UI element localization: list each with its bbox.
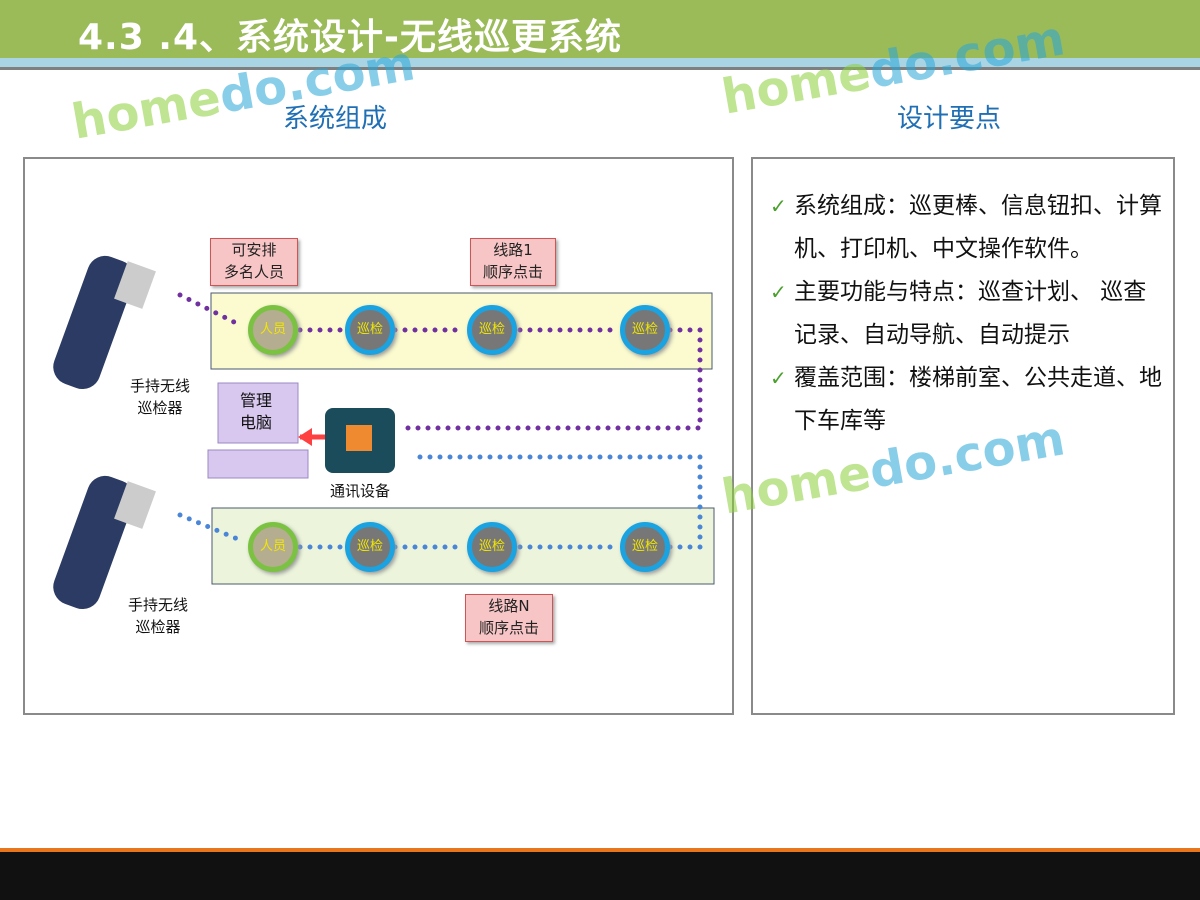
device2-label: 手持无线巡检器 xyxy=(127,596,188,636)
route1-person-node: 人员 xyxy=(248,305,298,355)
callout-staff: 可安排多名人员 xyxy=(210,238,298,286)
route1-check-node: 巡检 xyxy=(467,305,517,355)
design-points-panel xyxy=(751,157,1175,715)
footer-bar xyxy=(0,848,1200,900)
routeN-check-node: 巡检 xyxy=(620,522,670,572)
check-icon: ✓ xyxy=(770,280,787,304)
comm-device-label: 通讯设备 xyxy=(329,482,390,500)
routeN-check-node: 巡检 xyxy=(467,522,517,572)
route1-check-node: 巡检 xyxy=(345,305,395,355)
point-item: ✓系统组成：巡更棒、信息钮扣、计算机、打印机、中文操作软件。 xyxy=(770,185,1165,271)
routeN-path xyxy=(177,454,703,550)
right-heading: 设计要点 xyxy=(897,104,1002,134)
management-computer xyxy=(207,382,309,479)
device1-label: 手持无线巡检器 xyxy=(129,377,190,417)
slide-title: 4.3 .4、系统设计-无线巡更系统 xyxy=(78,17,622,58)
title-underline xyxy=(0,58,1200,70)
comm-device-icon xyxy=(325,408,395,473)
routeN-person-node: 人员 xyxy=(248,522,298,572)
scanner-device-2 xyxy=(53,475,156,610)
left-heading: 系统组成 xyxy=(283,104,388,134)
route1-check-node: 巡检 xyxy=(620,305,670,355)
route1-path xyxy=(177,292,703,431)
computer-label: 管理电脑 xyxy=(239,391,272,432)
check-icon: ✓ xyxy=(770,194,787,218)
point-item: ✓主要功能与特点：巡查计划、 巡查记录、自动导航、自动提示 xyxy=(770,271,1165,357)
scanner-device-1 xyxy=(53,255,156,390)
point-item: ✓覆盖范围：楼梯前室、公共走道、地下车库等 xyxy=(770,357,1165,443)
routeN-check-node: 巡检 xyxy=(345,522,395,572)
title-bar: 4.3 .4、系统设计-无线巡更系统 xyxy=(0,0,1200,58)
check-icon: ✓ xyxy=(770,366,787,390)
design-points-list: ✓系统组成：巡更棒、信息钮扣、计算机、打印机、中文操作软件。 ✓主要功能与特点：… xyxy=(770,185,1165,443)
